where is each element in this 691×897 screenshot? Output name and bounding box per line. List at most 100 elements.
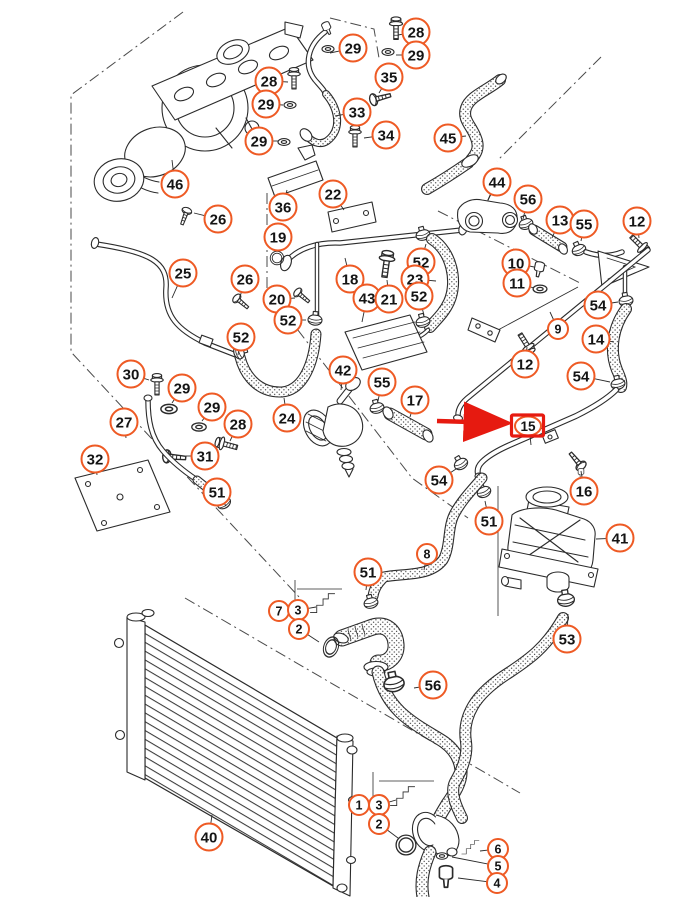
callout-number: 43 bbox=[359, 290, 376, 307]
washer-icon bbox=[191, 422, 207, 432]
callout-circle bbox=[109, 407, 139, 437]
callout-8[interactable]: 8 bbox=[416, 543, 438, 571]
callout-25[interactable]: 25 bbox=[168, 258, 198, 299]
callout-circle bbox=[400, 385, 430, 415]
callout-56[interactable]: 56 bbox=[413, 670, 448, 700]
callout-3[interactable]: 3 bbox=[368, 794, 397, 816]
callout-leader bbox=[193, 212, 206, 217]
callout-number: 22 bbox=[325, 186, 342, 203]
callout-44[interactable]: 44 bbox=[482, 167, 512, 201]
screw-icon bbox=[367, 88, 393, 108]
callout-circle bbox=[404, 281, 434, 311]
bolt-icon bbox=[348, 125, 362, 148]
callout-29[interactable]: 29 bbox=[396, 40, 431, 70]
callout-41[interactable]: 41 bbox=[595, 523, 635, 553]
callout-11[interactable]: 11 bbox=[502, 268, 535, 298]
callout-52[interactable]: 52 bbox=[273, 305, 307, 335]
callout-28[interactable]: 28 bbox=[223, 409, 253, 442]
callout-24[interactable]: 24 bbox=[272, 397, 302, 433]
callout-number: 24 bbox=[279, 410, 296, 427]
callout-1[interactable]: 1 bbox=[348, 794, 370, 816]
thermostat-elbow-group bbox=[310, 592, 405, 677]
callout-number: 54 bbox=[573, 368, 590, 385]
callout-circle bbox=[583, 290, 613, 320]
callout-35[interactable]: 35 bbox=[374, 62, 404, 94]
callout-29[interactable]: 29 bbox=[251, 89, 284, 119]
callout-14[interactable]: 14 bbox=[581, 324, 615, 354]
callout-9[interactable]: 9 bbox=[547, 311, 569, 340]
callout-22[interactable]: 22 bbox=[318, 179, 348, 211]
callout-52[interactable]: 52 bbox=[226, 322, 256, 356]
callout-29[interactable]: 29 bbox=[329, 33, 368, 63]
callout-53[interactable]: 53 bbox=[552, 613, 582, 654]
callout-56[interactable]: 56 bbox=[513, 184, 543, 220]
callout-29[interactable]: 29 bbox=[244, 126, 279, 156]
callout-circle bbox=[569, 476, 599, 506]
callout-34[interactable]: 34 bbox=[363, 120, 401, 150]
callout-54[interactable]: 54 bbox=[566, 361, 611, 391]
callout-54[interactable]: 54 bbox=[583, 290, 619, 320]
callout-28[interactable]: 28 bbox=[254, 66, 289, 96]
callout-52[interactable]: 52 bbox=[404, 281, 434, 316]
callout-27[interactable]: 27 bbox=[109, 407, 139, 439]
callout-3[interactable]: 3 bbox=[287, 599, 317, 621]
callout-26[interactable]: 26 bbox=[230, 264, 260, 298]
callout-number: 12 bbox=[517, 356, 534, 373]
callout-20[interactable]: 20 bbox=[262, 284, 296, 314]
callout-19[interactable]: 19 bbox=[263, 222, 293, 252]
callout-18[interactable]: 18 bbox=[335, 257, 365, 294]
callout-circle bbox=[547, 318, 569, 340]
callout-number: 51 bbox=[481, 513, 498, 530]
callout-33[interactable]: 33 bbox=[334, 97, 372, 127]
callout-46[interactable]: 46 bbox=[160, 159, 190, 199]
callout-2[interactable]: 2 bbox=[288, 618, 320, 643]
washer-icon bbox=[283, 101, 297, 109]
callout-30[interactable]: 30 bbox=[116, 359, 150, 389]
callout-51[interactable]: 51 bbox=[474, 500, 504, 536]
highlight-layer bbox=[436, 401, 546, 443]
callout-circle bbox=[194, 822, 224, 852]
callout-17[interactable]: 17 bbox=[400, 385, 430, 418]
callout-13[interactable]: 13 bbox=[545, 205, 575, 239]
callout-2[interactable]: 2 bbox=[368, 813, 399, 839]
bolt-icon bbox=[388, 16, 404, 41]
callout-42[interactable]: 42 bbox=[328, 355, 358, 391]
callout-21[interactable]: 21 bbox=[374, 279, 404, 314]
callout-40[interactable]: 40 bbox=[194, 814, 224, 852]
callout-number: 9 bbox=[555, 323, 562, 337]
callout-number: 4 bbox=[494, 877, 501, 891]
callout-number: 54 bbox=[431, 472, 448, 489]
callout-circle bbox=[116, 359, 146, 389]
callout-29[interactable]: 29 bbox=[167, 373, 197, 404]
callout-51[interactable]: 51 bbox=[202, 477, 232, 507]
callout-29[interactable]: 29 bbox=[197, 392, 227, 422]
callout-7[interactable]: 7 bbox=[268, 600, 290, 622]
washer-icon bbox=[381, 48, 395, 56]
callout-54[interactable]: 54 bbox=[424, 465, 457, 495]
callout-31[interactable]: 31 bbox=[186, 441, 220, 471]
callout-number: 35 bbox=[381, 69, 398, 86]
callout-32[interactable]: 32 bbox=[80, 444, 110, 476]
callout-55[interactable]: 55 bbox=[569, 209, 599, 242]
callout-circle bbox=[566, 361, 596, 391]
washer-icon bbox=[160, 403, 178, 415]
callout-circle bbox=[502, 268, 532, 298]
radiator bbox=[113, 608, 359, 897]
callout-28[interactable]: 28 bbox=[397, 17, 431, 47]
callout-36[interactable]: 36 bbox=[268, 189, 298, 222]
callout-16[interactable]: 16 bbox=[569, 470, 599, 506]
callout-26[interactable]: 26 bbox=[193, 204, 233, 234]
callout-4[interactable]: 4 bbox=[457, 872, 508, 894]
callout-45[interactable]: 45 bbox=[433, 123, 467, 153]
plug-icon bbox=[532, 260, 546, 279]
callout-leader bbox=[580, 470, 583, 478]
callout-55[interactable]: 55 bbox=[367, 367, 397, 402]
callout-12[interactable]: 12 bbox=[622, 206, 652, 239]
callout-12[interactable]: 12 bbox=[510, 346, 540, 379]
callout-circle bbox=[244, 126, 274, 156]
callout-51[interactable]: 51 bbox=[353, 557, 383, 591]
callout-circle bbox=[482, 167, 512, 197]
callout-43[interactable]: 43 bbox=[352, 283, 382, 323]
callout-number: 56 bbox=[425, 677, 442, 694]
callout-circle bbox=[190, 441, 220, 471]
